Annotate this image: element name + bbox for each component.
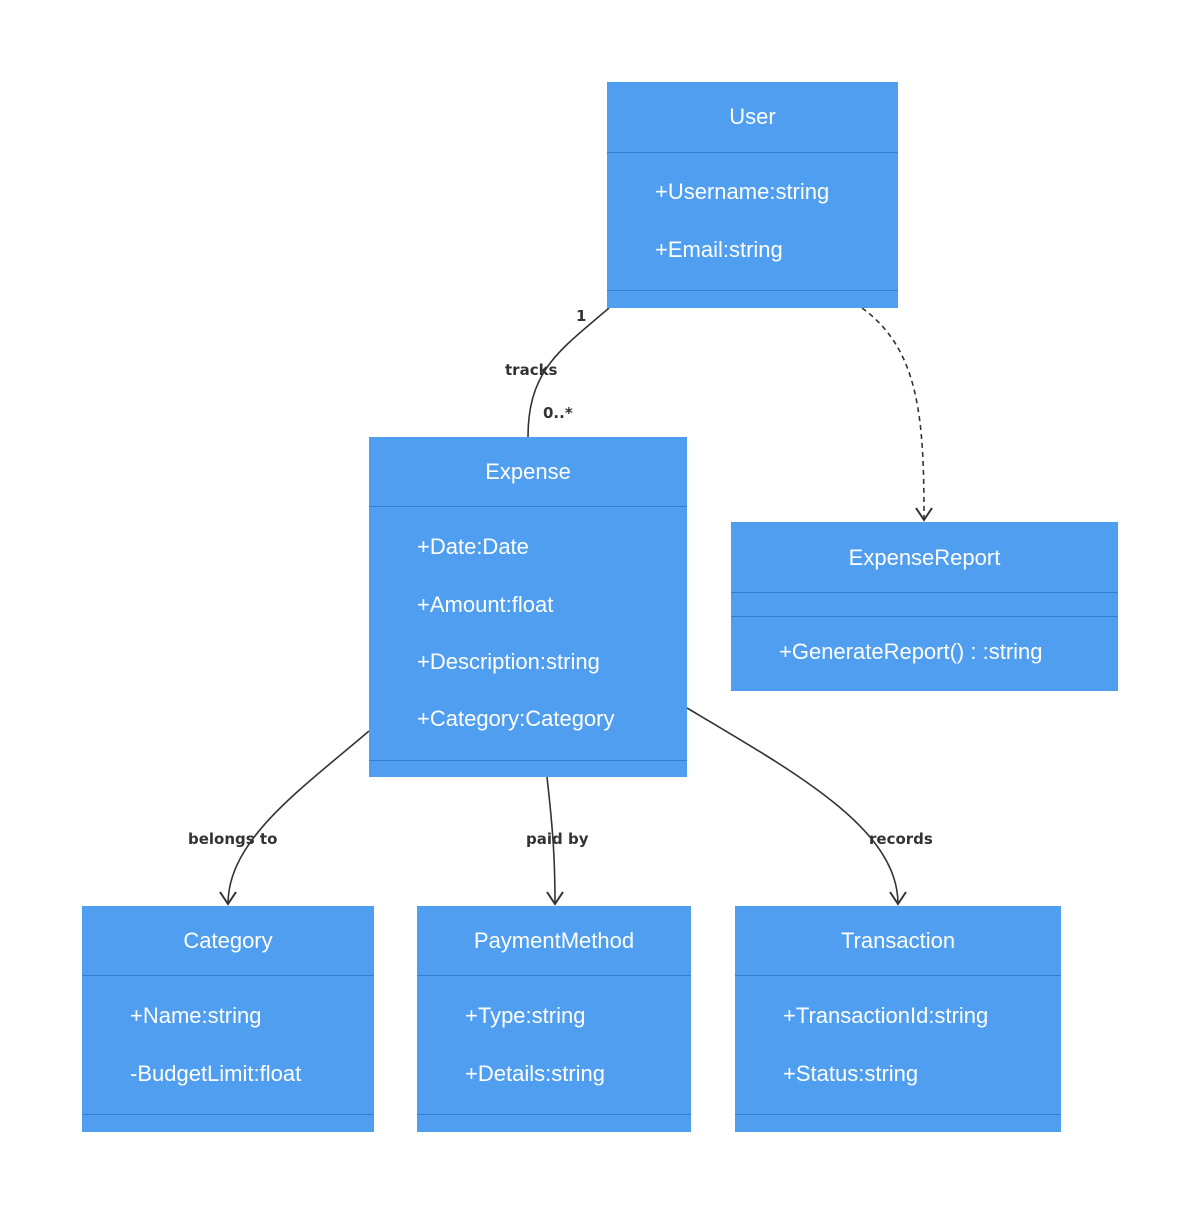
class-payment-method[interactable]: PaymentMethod +Type:string +Details:stri… — [417, 906, 691, 1132]
divider — [731, 592, 1118, 593]
multiplicity-expense-side: 0..* — [543, 404, 573, 422]
divider — [417, 975, 691, 976]
label-paid-by: paid by — [526, 830, 589, 848]
arrowhead-generates — [915, 507, 933, 522]
edge-belongs-to — [227, 730, 370, 905]
arrowhead-belongs-to — [219, 891, 237, 906]
attribute: +Type:string — [465, 1003, 586, 1028]
divider — [607, 152, 898, 153]
edge-tracks — [527, 307, 610, 438]
method: +GenerateReport() : :string — [779, 639, 1043, 664]
label-records: records — [869, 830, 933, 848]
edge-records — [686, 707, 899, 905]
class-expense-report[interactable]: ExpenseReport +GenerateReport() : :strin… — [731, 522, 1118, 691]
attribute: +Amount:float — [417, 592, 554, 617]
class-name: ExpenseReport — [848, 545, 1001, 570]
label-belongs-to: belongs to — [188, 830, 278, 848]
class-transaction[interactable]: Transaction +TransactionId:string +Statu… — [735, 906, 1061, 1132]
edge-paid-by — [546, 776, 556, 905]
attribute: +TransactionId:string — [783, 1003, 989, 1028]
attribute: +Email:string — [655, 237, 783, 262]
attribute: +Name:string — [130, 1003, 262, 1028]
divider — [369, 506, 687, 507]
arrowhead-records — [889, 891, 907, 906]
attribute: +Username:string — [655, 179, 830, 204]
divider — [731, 616, 1118, 617]
attribute: +Status:string — [783, 1061, 919, 1086]
class-name: Transaction — [840, 928, 956, 953]
divider — [369, 760, 687, 761]
divider — [607, 290, 898, 291]
divider — [82, 975, 374, 976]
divider — [417, 1114, 691, 1115]
divider — [735, 975, 1061, 976]
class-name: User — [729, 104, 776, 129]
class-name: PaymentMethod — [473, 928, 635, 953]
class-name: Expense — [485, 459, 571, 484]
label-tracks: tracks — [505, 361, 558, 379]
divider — [82, 1114, 374, 1115]
attribute: +Category:Category — [417, 706, 615, 731]
edge-generates — [861, 307, 925, 521]
arrowhead-paid-by — [546, 891, 564, 906]
multiplicity-user-side: 1 — [576, 307, 587, 325]
attribute: -BudgetLimit:float — [130, 1061, 302, 1086]
class-category[interactable]: Category +Name:string -BudgetLimit:float — [82, 906, 374, 1132]
attribute: +Description:string — [417, 649, 600, 674]
attribute: +Date:Date — [417, 534, 529, 559]
class-name: Category — [183, 928, 273, 953]
class-user[interactable]: User +Username:string +Email:string — [607, 82, 898, 308]
attribute: +Details:string — [465, 1061, 606, 1086]
class-expense[interactable]: Expense +Date:Date +Amount:float +Descri… — [369, 437, 687, 777]
divider — [735, 1114, 1061, 1115]
